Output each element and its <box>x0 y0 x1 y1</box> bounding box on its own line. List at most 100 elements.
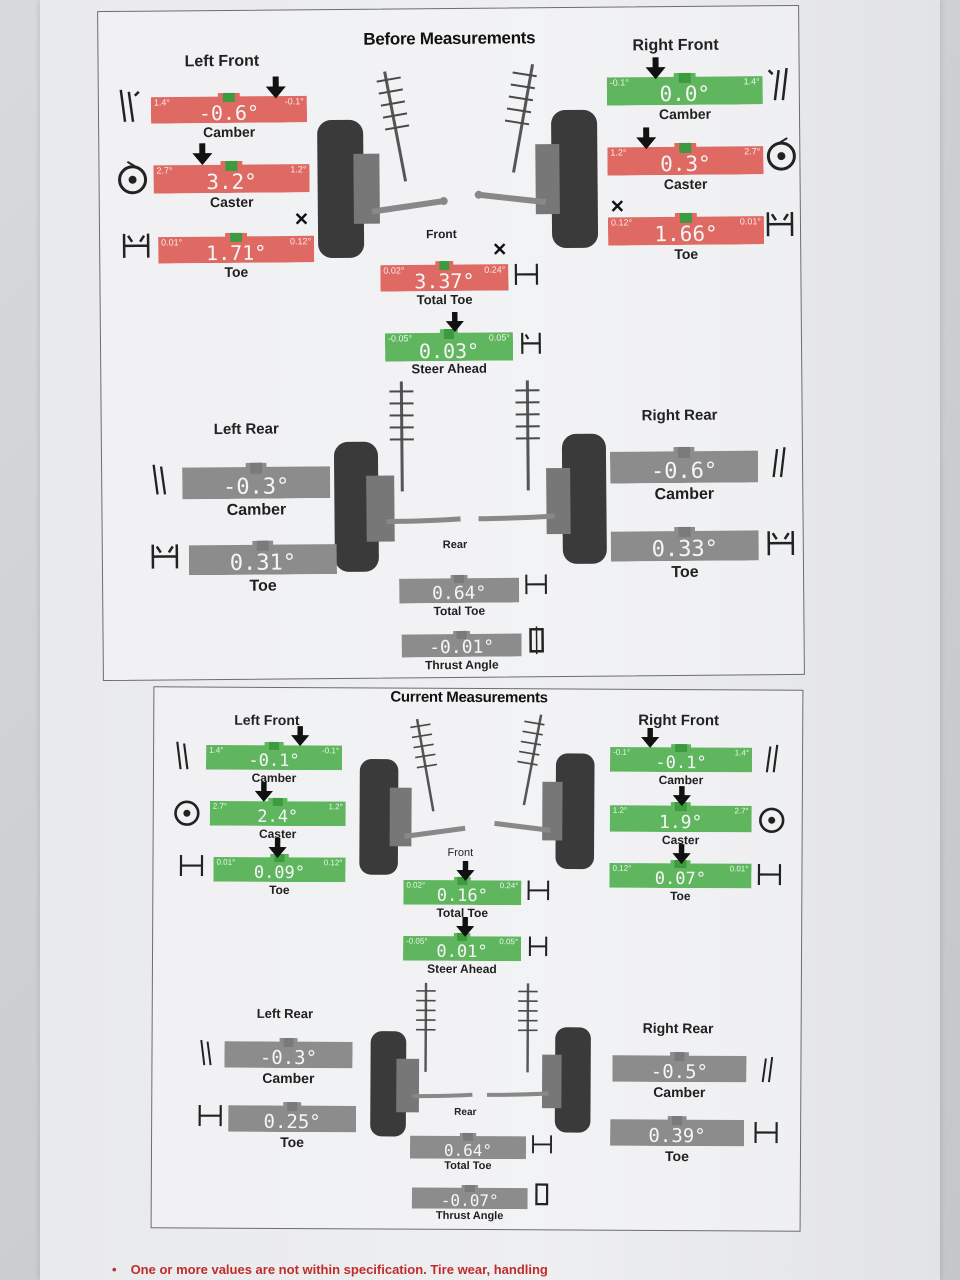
rear-suspension-illustration <box>370 982 591 1137</box>
steer-ahead-label: Steer Ahead <box>427 961 497 977</box>
rr-toe-car-icon <box>767 531 795 556</box>
thrust-angle-car-icon <box>529 626 544 655</box>
rr-toe-gauge: 0.33° Toe <box>611 526 759 581</box>
rear-total-toe-label: Total Toe <box>444 1159 492 1173</box>
lr-toe-gauge: 0.31° Toe <box>189 540 337 595</box>
steer-ahead-arrow-icon <box>445 311 464 332</box>
rf-camber-value: -0.1° <box>655 752 707 774</box>
right-front-header: Right Front <box>632 36 719 55</box>
lf-caster-arrow-icon <box>192 143 213 166</box>
lr-toe-value: 0.31° <box>229 550 297 576</box>
rear-total-toe-car-icon <box>525 574 547 595</box>
rf-toe-out-of-spec-icon: ✕ <box>609 196 625 217</box>
rear-label: Rear <box>454 1106 477 1118</box>
toe-car-icon <box>122 233 150 258</box>
rear-total-toe-gauge: 0.64° Total Toe <box>410 1133 526 1172</box>
front-label: Front <box>447 846 474 859</box>
lf-toe-arrow-icon <box>268 837 287 858</box>
rf-camber-value: 0.0° <box>659 81 711 107</box>
left-front-header: Left Front <box>184 52 260 71</box>
lf-caster-value: 2.4° <box>257 806 299 828</box>
lf-camber-label: Camber <box>203 123 256 141</box>
lr-camber-gauge: -0.3° Camber <box>182 462 330 519</box>
rf-toe-arrow-icon <box>672 844 691 865</box>
rr-camber-label: Camber <box>653 1083 706 1101</box>
rf-camber-wheel-icon <box>765 744 779 773</box>
lf-toe-label: Toe <box>269 882 290 898</box>
lr-camber-label: Camber <box>262 1069 315 1087</box>
rf-camber-label: Camber <box>658 105 712 123</box>
rf-toe-label: Toe <box>670 889 691 904</box>
rear-total-toe-label: Total Toe <box>433 603 486 619</box>
lr-toe-label: Toe <box>280 1133 305 1151</box>
rr-camber-value: -0.6° <box>650 458 718 485</box>
lr-toe-car-icon <box>151 544 179 569</box>
rr-toe-label: Toe <box>671 563 699 582</box>
lf-camber-label: Camber <box>251 770 297 786</box>
rr-toe-gauge: 0.39° Toe <box>610 1116 744 1164</box>
caster-wheel-icon <box>174 800 200 826</box>
caster-wheel-icon <box>118 160 148 195</box>
thrust-angle-gauge: -0.01° Thrust Angle <box>402 630 522 672</box>
lr-camber-value: -0.3° <box>259 1046 318 1070</box>
lf-caster-arrow-icon <box>254 781 273 802</box>
rr-toe-value: 0.33° <box>651 536 719 563</box>
rear-suspension-illustration <box>333 380 607 572</box>
lr-toe-car-icon <box>198 1105 222 1127</box>
lf-toe-value: 1.71° <box>205 240 267 266</box>
rr-camber-gauge: -0.6° Camber <box>610 446 758 503</box>
front-suspension-illustration <box>317 64 599 259</box>
rf-caster-gauge: 1.2° 2.7° 0.3° Caster <box>607 142 763 192</box>
rear-total-toe-value: 0.64° <box>443 1140 493 1161</box>
camber-wheel-icon <box>176 741 189 770</box>
lf-caster-label: Caster <box>209 193 254 211</box>
steer-ahead-value: 0.01° <box>436 941 488 963</box>
rr-camber-wheel-icon <box>772 447 786 478</box>
lr-toe-gauge: 0.25° Toe <box>228 1102 356 1150</box>
rear-label: Rear <box>442 538 468 552</box>
rf-camber-gauge: -0.1° 1.4° 0.0° Camber <box>607 72 763 122</box>
rr-toe-car-icon <box>754 1121 778 1144</box>
total-toe-car-icon <box>514 263 539 285</box>
thrust-angle-value: -0.07° <box>440 1190 499 1211</box>
lf-toe-gauge: 0.01° 0.12° 1.71° Toe <box>158 232 314 280</box>
lf-camber-value: -0.6° <box>198 100 260 126</box>
left-rear-header: Left Rear <box>213 420 279 439</box>
steer-ahead-value: 0.03° <box>418 338 480 364</box>
lr-camber-value: -0.3° <box>223 474 290 500</box>
rf-caster-gauge: 1.2° 2.7° 1.9° Caster <box>610 802 752 847</box>
panel-title: Before Measurements <box>363 28 536 49</box>
front-total-toe-value: 0.16° <box>436 885 488 907</box>
rear-total-toe-gauge: 0.64° Total Toe <box>399 574 519 618</box>
rf-caster-arrow-icon <box>672 786 691 807</box>
right-rear-header: Right Rear <box>642 1019 714 1037</box>
lf-camber-arrow-icon <box>265 76 286 99</box>
lf-caster-gauge: 2.7° 1.2° 3.2° Caster <box>153 160 309 210</box>
camber-wheel-icon <box>119 89 140 123</box>
rf-toe-value: 0.07° <box>654 868 707 890</box>
lf-camber-gauge: 1.4° -0.1° -0.1° Camber <box>206 742 342 785</box>
panel-title: Current Measurements <box>390 688 548 707</box>
rr-camber-value: -0.5° <box>650 1060 709 1084</box>
rf-caster-label: Caster <box>663 175 708 193</box>
rear-total-toe-car-icon <box>532 1135 553 1154</box>
out-of-spec-warning: •One or more values are not within speci… <box>112 1262 952 1277</box>
before-measurements-panel: Before Measurements Left Front Righ <box>97 4 805 682</box>
lf-toe-label: Toe <box>224 263 249 280</box>
rr-toe-value: 0.39° <box>648 1124 706 1148</box>
rr-toe-label: Toe <box>664 1147 689 1165</box>
rf-toe-gauge: 0.12° 0.01° 1.66° Toe <box>608 212 764 262</box>
rf-toe-car-icon <box>766 212 794 237</box>
front-total-toe-label: Total Toe <box>416 291 473 308</box>
rear-total-toe-value: 0.64° <box>432 582 487 605</box>
rr-camber-label: Camber <box>654 485 715 504</box>
rf-caster-wheel-icon <box>766 137 796 171</box>
thrust-angle-value: -0.01° <box>429 636 495 659</box>
steer-ahead-gauge: -0.05° 0.05° 0.03° Steer Ahead <box>385 328 513 376</box>
lr-camber-wheel-icon <box>200 1039 212 1066</box>
thrust-angle-gauge: -0.07° Thrust Angle <box>412 1185 528 1222</box>
steer-ahead-label: Steer Ahead <box>411 360 487 377</box>
lr-camber-gauge: -0.3° Camber <box>224 1038 352 1086</box>
rf-camber-gauge: -0.1° 1.4° -0.1° Camber <box>610 744 752 787</box>
lf-toe-value: 0.09° <box>253 862 306 884</box>
